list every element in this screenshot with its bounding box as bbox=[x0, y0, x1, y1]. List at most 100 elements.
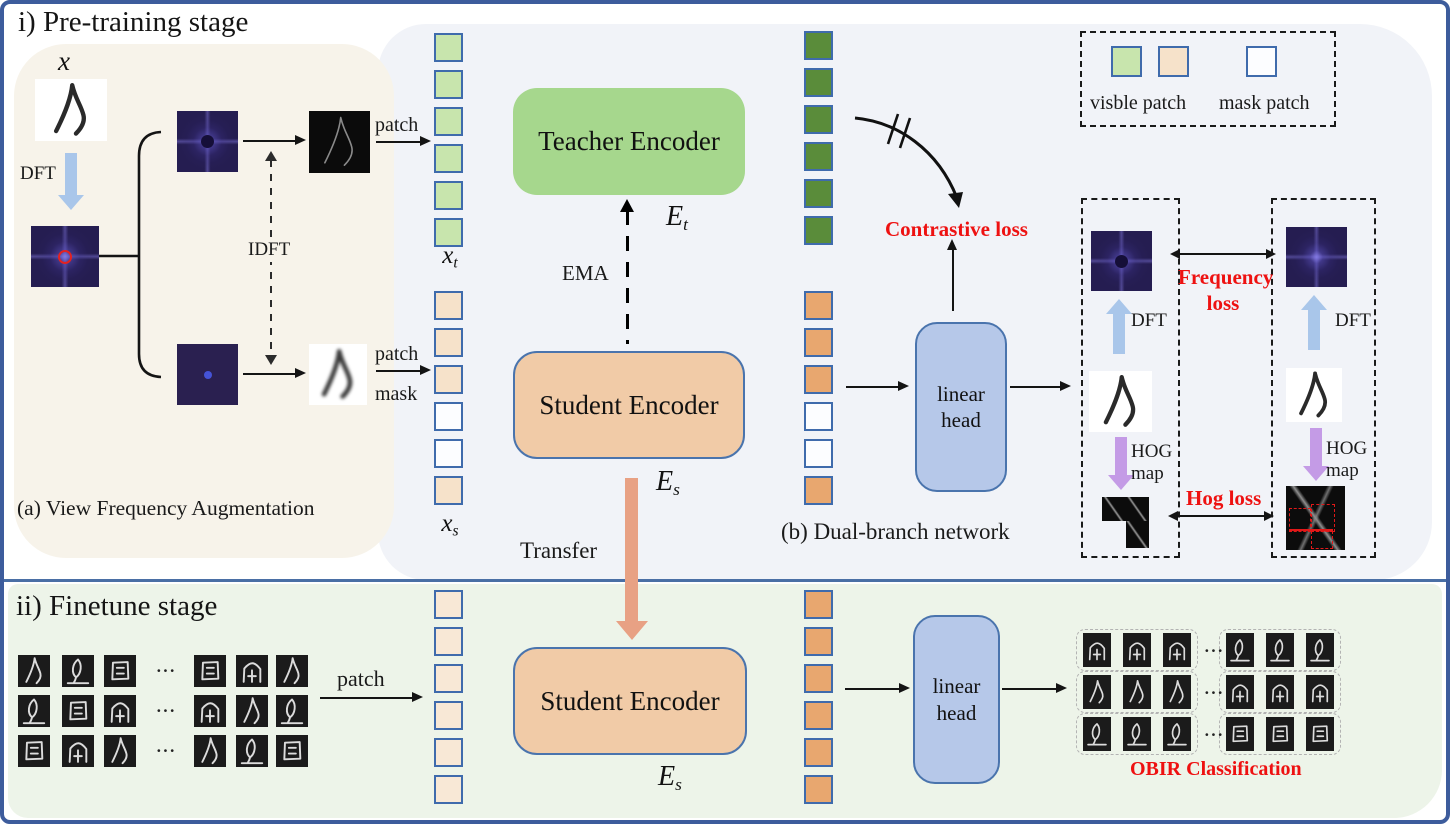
oracle-char-tile bbox=[236, 735, 268, 767]
ema-arrow bbox=[620, 199, 635, 344]
legend-green-patch bbox=[1111, 46, 1142, 77]
dft-label-right: DFT bbox=[1335, 310, 1371, 331]
xs-patch-column bbox=[434, 291, 463, 505]
arrow-tokens-to-linear bbox=[846, 381, 909, 391]
hog-map-image-left bbox=[1102, 497, 1149, 548]
patch-orange bbox=[804, 476, 833, 505]
legend-visible-label: visble patch bbox=[1090, 92, 1187, 114]
oracle-char-tile bbox=[194, 655, 226, 687]
arrow-finetune-linear-out bbox=[1002, 683, 1067, 693]
finetune-es-label: Es bbox=[658, 761, 682, 794]
patch-label-bottom: patch bbox=[375, 343, 419, 365]
patch-tan bbox=[434, 365, 463, 394]
oracle-char-tile bbox=[194, 735, 226, 767]
patch-lighttan bbox=[434, 738, 463, 767]
teacher-encoder-label: Teacher Encoder bbox=[538, 126, 720, 156]
student-encoder-label: Student Encoder bbox=[539, 389, 719, 420]
patch-lighttan bbox=[434, 590, 463, 619]
patch-orange bbox=[804, 738, 833, 767]
patch-orange bbox=[804, 775, 833, 804]
ellipsis: ··· bbox=[156, 741, 177, 760]
oracle-char-tile bbox=[276, 695, 308, 727]
ellipsis: ··· bbox=[156, 701, 177, 720]
legend-tan-patch bbox=[1158, 46, 1189, 77]
contrastive-loss-label: Contrastive loss bbox=[885, 217, 1028, 241]
finetune-title: ii) Finetune stage bbox=[16, 590, 218, 622]
frequency-loss-arrow bbox=[1170, 248, 1276, 259]
ellipsis: ··· bbox=[1204, 641, 1225, 660]
student-output-column bbox=[804, 291, 833, 505]
patch-mask bbox=[434, 402, 463, 431]
patch-tan bbox=[434, 476, 463, 505]
legend-box bbox=[1080, 31, 1336, 127]
stage-divider bbox=[0, 579, 1450, 582]
patch-orange bbox=[804, 627, 833, 656]
caption-view-frequency: (a) View Frequency Augmentation bbox=[17, 496, 315, 520]
class-group bbox=[1076, 713, 1198, 755]
oracle-char-tile bbox=[1083, 633, 1111, 667]
patch-darkgreen bbox=[804, 216, 833, 245]
patch-green bbox=[434, 70, 463, 99]
oracle-char-tile bbox=[276, 655, 308, 687]
finetune-student-encoder-label: Student Encoder bbox=[540, 685, 720, 716]
xt-patch-column bbox=[434, 33, 463, 247]
spectrum-image-center-marked bbox=[31, 226, 99, 287]
oracle-char-tile bbox=[104, 655, 136, 687]
patch-green bbox=[434, 144, 463, 173]
finetune-char-grid: ········· bbox=[18, 655, 310, 769]
arrow-patch-mask bbox=[376, 365, 431, 375]
oracle-char-tile bbox=[1226, 717, 1254, 751]
class-group bbox=[1076, 629, 1198, 671]
arrow-linear-out bbox=[1010, 381, 1071, 391]
oracle-char-tile bbox=[1163, 675, 1191, 709]
highpass-result-image bbox=[309, 111, 370, 173]
oracle-char-tile bbox=[236, 655, 268, 687]
oracle-char-tile bbox=[104, 735, 136, 767]
patch-lighttan bbox=[434, 627, 463, 656]
patch-lighttan bbox=[434, 664, 463, 693]
class-group bbox=[1219, 713, 1341, 755]
oracle-char-tile bbox=[276, 735, 308, 767]
patch-darkgreen bbox=[804, 179, 833, 208]
oracle-char-tile bbox=[62, 695, 94, 727]
recon-char-left bbox=[1089, 371, 1152, 432]
arrow-highpass-to-image bbox=[243, 135, 306, 145]
transfer-arrow-head bbox=[615, 621, 648, 640]
finetune-linear-head-box: linear head bbox=[913, 615, 1000, 784]
oracle-char-tile bbox=[236, 695, 268, 727]
ellipsis: ··· bbox=[1204, 683, 1225, 702]
stopgrad-curved-arrow bbox=[854, 113, 963, 208]
patch-mask bbox=[434, 439, 463, 468]
oracle-char-tile bbox=[1306, 675, 1334, 709]
oracle-char-tile bbox=[1306, 633, 1334, 667]
oracle-char-tile bbox=[1226, 633, 1254, 667]
patch-darkgreen bbox=[804, 31, 833, 60]
oracle-char-tile bbox=[1226, 675, 1254, 709]
linear-head-box: linear head bbox=[915, 322, 1007, 492]
oracle-char-tile bbox=[62, 655, 94, 687]
patch-tan bbox=[434, 328, 463, 357]
ema-label: EMA bbox=[562, 261, 609, 285]
arrow-lowpass-to-image bbox=[243, 368, 306, 378]
finetune-output-column bbox=[804, 590, 833, 804]
patch-orange bbox=[804, 365, 833, 394]
patch-mask bbox=[804, 402, 833, 431]
oracle-char-image bbox=[35, 79, 107, 141]
patch-green bbox=[434, 107, 463, 136]
target-branch-dashed-box bbox=[1271, 198, 1376, 558]
oracle-char-tile bbox=[18, 695, 50, 727]
dft-label: DFT bbox=[20, 163, 56, 184]
pretrain-title: i) Pre-training stage bbox=[18, 6, 249, 38]
hog-map-image-right bbox=[1286, 486, 1345, 550]
hog-loss-label: Hog loss bbox=[1186, 486, 1262, 510]
oracle-char-tile bbox=[1083, 717, 1111, 751]
teacher-encoder-box: Teacher Encoder bbox=[513, 88, 745, 195]
lowpass-spectrum-image bbox=[177, 344, 238, 405]
xs-label: xs bbox=[441, 510, 459, 540]
class-group bbox=[1076, 671, 1198, 713]
hog-arrow-left bbox=[1108, 437, 1134, 490]
hog-arrow-right bbox=[1303, 428, 1329, 481]
patch-tan bbox=[434, 291, 463, 320]
